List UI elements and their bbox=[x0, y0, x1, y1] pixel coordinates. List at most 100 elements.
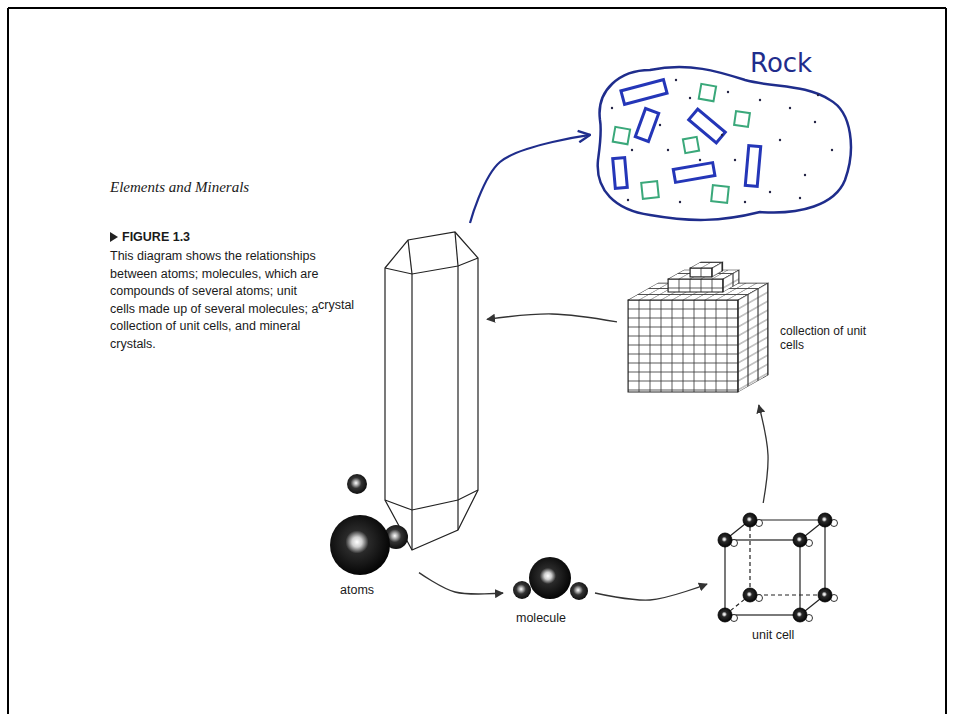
grain-dot bbox=[817, 94, 819, 96]
grain-dot bbox=[699, 159, 701, 161]
grain-dot bbox=[611, 107, 613, 109]
crystal-edge bbox=[385, 258, 478, 274]
grain-dot bbox=[769, 191, 771, 193]
cell-atoms bbox=[718, 513, 838, 622]
grain-dot bbox=[727, 91, 729, 93]
crystal-drawing bbox=[385, 232, 478, 550]
block-front bbox=[628, 300, 738, 392]
grain-dot bbox=[627, 199, 629, 201]
blue-grain bbox=[635, 109, 658, 142]
grain-dot bbox=[675, 79, 677, 81]
big-atom bbox=[793, 608, 807, 622]
grain-dot bbox=[779, 139, 781, 141]
small-atom bbox=[513, 581, 531, 599]
green-grain bbox=[699, 84, 716, 101]
slide-frame bbox=[8, 8, 946, 714]
crystal-edge bbox=[408, 240, 412, 274]
block-side bbox=[738, 283, 768, 392]
figure-caption: This diagram shows the relationships bet… bbox=[110, 248, 325, 353]
node-label: molecule bbox=[516, 611, 596, 626]
crystal-outline bbox=[385, 232, 478, 550]
cell-edge bbox=[824, 520, 825, 595]
block-step bbox=[690, 268, 712, 277]
flow-arrow bbox=[487, 314, 617, 322]
block-step bbox=[712, 262, 723, 277]
green-grain bbox=[683, 137, 699, 153]
frame-line bbox=[8, 7, 946, 9]
crystal-edge bbox=[457, 266, 458, 500]
big-atom bbox=[529, 557, 571, 599]
rock-outline bbox=[598, 67, 851, 220]
small-atom bbox=[347, 474, 367, 494]
flow-arrow bbox=[759, 405, 768, 503]
unit-cell-drawing bbox=[725, 520, 825, 615]
grain-dot bbox=[734, 159, 736, 161]
molecule-drawing bbox=[513, 557, 588, 600]
grain-dot bbox=[659, 124, 661, 126]
blue-grain bbox=[621, 80, 667, 105]
figure-marker bbox=[110, 232, 118, 242]
frame-line bbox=[945, 8, 947, 714]
grain-dot bbox=[744, 201, 746, 203]
grain-dot bbox=[667, 149, 669, 151]
big-atom bbox=[743, 588, 757, 602]
figure-number: FIGURE 1.3 bbox=[122, 230, 322, 245]
node-label: collection of unit cells bbox=[780, 324, 870, 353]
rock-drawing bbox=[598, 67, 851, 220]
frame-line bbox=[7, 8, 9, 714]
big-atom bbox=[718, 608, 732, 622]
green-grain bbox=[641, 181, 659, 199]
flow-arrow bbox=[419, 573, 503, 594]
hidden-edge bbox=[749, 520, 750, 595]
collection-node: collection of unit cells bbox=[622, 258, 774, 400]
small-atom bbox=[570, 582, 588, 600]
flow-arrow bbox=[595, 584, 707, 600]
node-label: atoms bbox=[340, 583, 410, 598]
atoms-drawing bbox=[330, 474, 408, 575]
crystal-edge bbox=[385, 490, 478, 510]
green-grain bbox=[613, 127, 630, 144]
grain-dot bbox=[689, 97, 691, 99]
block-step bbox=[723, 270, 739, 292]
unit-cell-block bbox=[628, 262, 768, 392]
crystal-edge bbox=[411, 510, 412, 550]
grain-dot bbox=[814, 121, 816, 123]
node-label: crystal bbox=[318, 298, 376, 313]
unit-cell-node: unit cell bbox=[712, 508, 840, 625]
block-step bbox=[668, 279, 723, 292]
crystal-edge bbox=[411, 274, 412, 510]
handwritten-label: Rock bbox=[750, 48, 840, 79]
big-atom bbox=[330, 515, 390, 575]
grain-dot bbox=[804, 174, 806, 176]
grain-dot bbox=[799, 197, 801, 199]
grain-dot bbox=[789, 107, 791, 109]
big-atom bbox=[793, 533, 807, 547]
blue-grain bbox=[613, 158, 628, 189]
green-grain bbox=[734, 111, 750, 127]
crystal-edge bbox=[455, 232, 458, 266]
crystal-edge bbox=[457, 500, 458, 530]
grain-dot bbox=[721, 134, 723, 136]
flow-arrow bbox=[470, 135, 590, 223]
rock-node: Rock bbox=[595, 62, 857, 224]
grain-dot bbox=[831, 149, 833, 151]
grain-dot bbox=[679, 201, 681, 203]
node-label: unit cell bbox=[752, 628, 832, 643]
molecule-node: molecule bbox=[508, 553, 590, 603]
big-atom bbox=[818, 513, 832, 527]
blue-grain bbox=[745, 146, 760, 187]
grain-dot bbox=[631, 149, 633, 151]
cell-edge bbox=[725, 540, 800, 615]
connectors bbox=[419, 135, 768, 600]
atoms-node: atoms bbox=[326, 470, 414, 578]
grain-dot bbox=[759, 99, 761, 101]
running-header: Elements and Minerals bbox=[110, 178, 330, 196]
big-atom bbox=[718, 533, 732, 547]
crystal-node: crystal bbox=[382, 228, 482, 554]
blue-grain bbox=[673, 163, 715, 183]
big-atom bbox=[743, 513, 757, 527]
